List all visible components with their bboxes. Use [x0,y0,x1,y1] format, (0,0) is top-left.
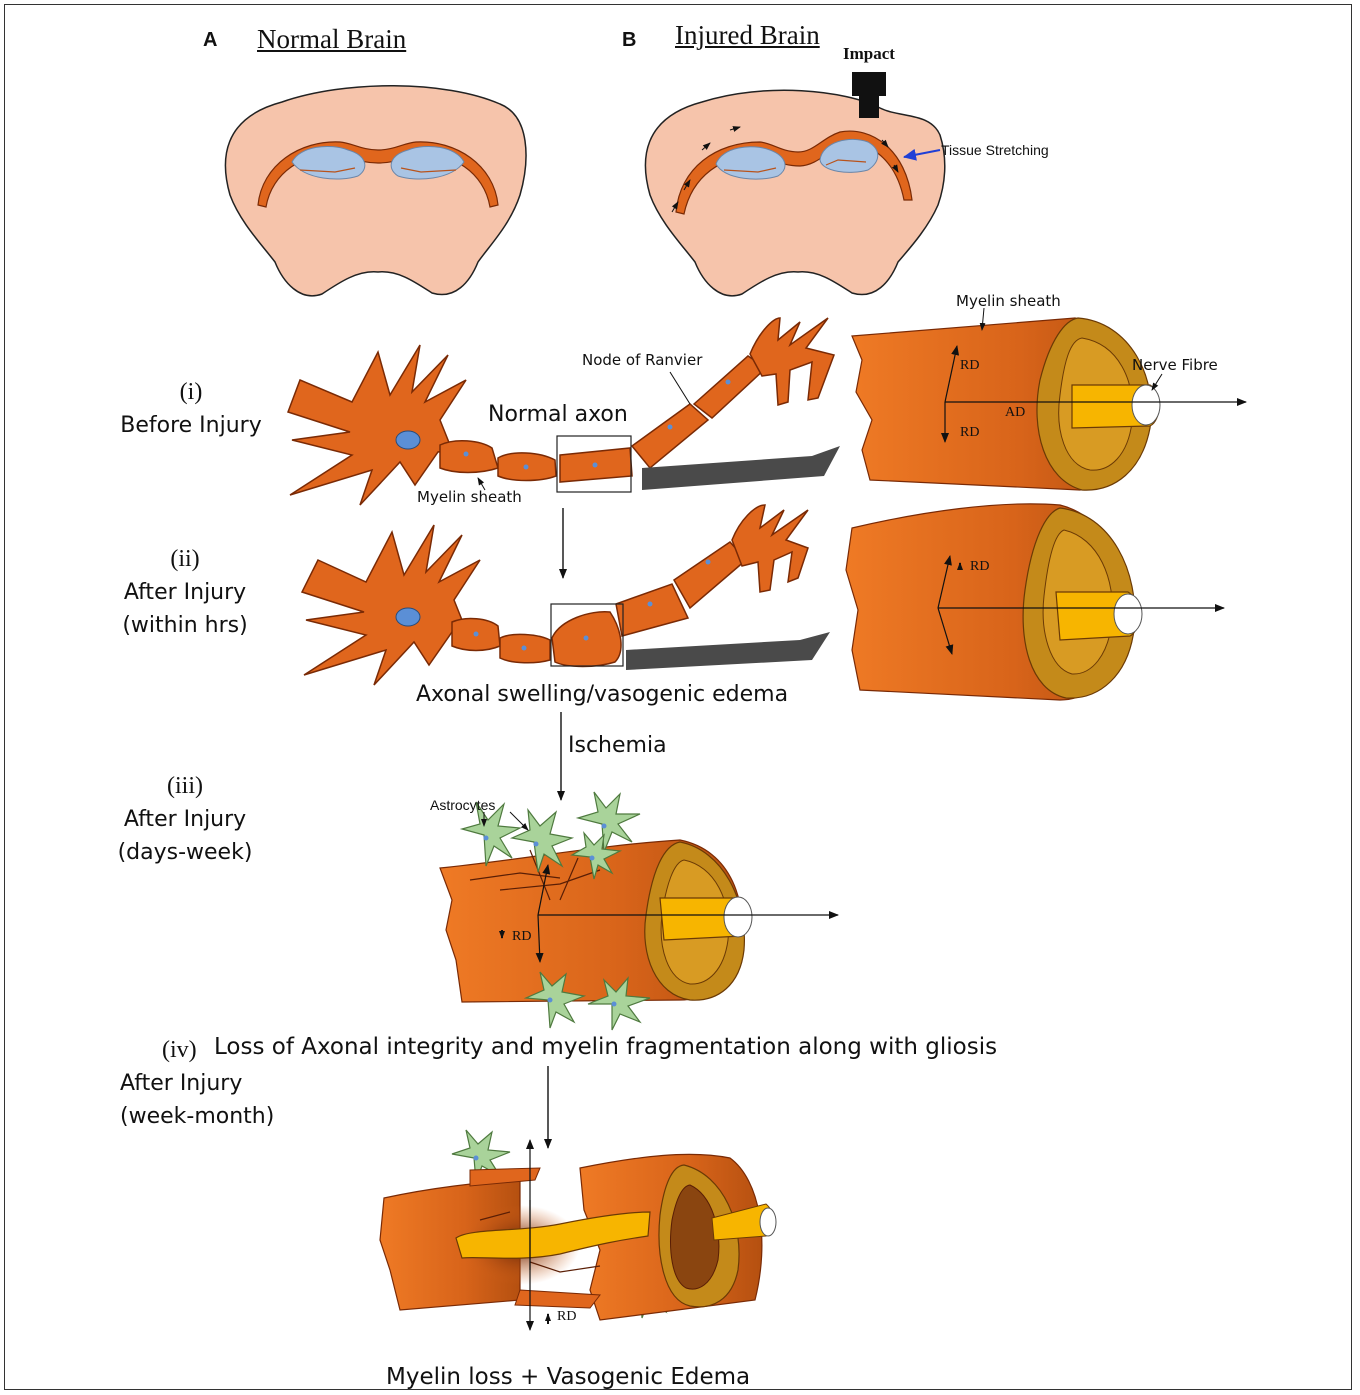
stage-1-line1: Before Injury [106,409,276,442]
axon-fragmented [380,1140,776,1330]
normal-brain-title: Normal Brain [257,24,406,55]
stage-4-line2: (week-month) [106,1100,296,1133]
panel-a-letter: A [203,29,217,52]
myelin-loss-caption: Myelin loss + Vasogenic Edema [386,1364,750,1390]
swelling-caption: Axonal swelling/vasogenic edema [416,682,788,707]
ischemia-label: Ischemia [568,733,667,758]
axon-cylinder-swollen [846,504,1224,700]
rd-label-2: RD [960,425,979,441]
stage-2-num: (ii) [100,543,270,576]
panel-b-letter: B [622,29,636,52]
stage-2-line2: (within hrs) [100,609,270,642]
normal-brain-section [225,86,526,296]
rd-label-1: RD [960,358,979,374]
normal-axon-label: Normal axon [488,402,628,427]
injured-brain-title: Injured Brain [675,20,820,51]
tissue-stretching-label: Tissue Stretching [941,142,1049,158]
axon-cylinder-before [852,308,1246,490]
loss-caption: Loss of Axonal integrity and myelin frag… [214,1034,997,1060]
stage-2-line1: After Injury [100,576,270,609]
astrocytes-label: Astrocytes [430,797,495,813]
nerve-fibre-label: Nerve Fibre [1132,356,1218,374]
rd-label-3: RD [970,559,989,575]
stage-3-line2: (days-week) [100,836,270,869]
stage-3-line1: After Injury [100,803,270,836]
axon-cylinder-days [440,840,838,1002]
stage-3-label: (iii) After Injury (days-week) [100,770,270,869]
impact-label: Impact [843,44,895,64]
ad-label: AD [1005,405,1025,421]
stage-2-label: (ii) After Injury (within hrs) [100,543,270,642]
stage-1-label: (i) Before Injury [106,376,276,442]
myelin-sheath-cylinder-label: Myelin sheath [956,292,1061,310]
stage-1-num: (i) [106,376,276,409]
rd-label-4: RD [512,929,531,945]
neuron-after-hours [302,505,830,685]
injured-brain-section [645,72,944,296]
stage-4-line1: After Injury [106,1067,296,1100]
stage-3-num: (iii) [100,770,270,803]
node-of-ranvier-label: Node of Ranvier [582,351,702,369]
rd-label-5: RD [557,1309,576,1325]
myelin-sheath-neuron-label: Myelin sheath [417,488,522,506]
